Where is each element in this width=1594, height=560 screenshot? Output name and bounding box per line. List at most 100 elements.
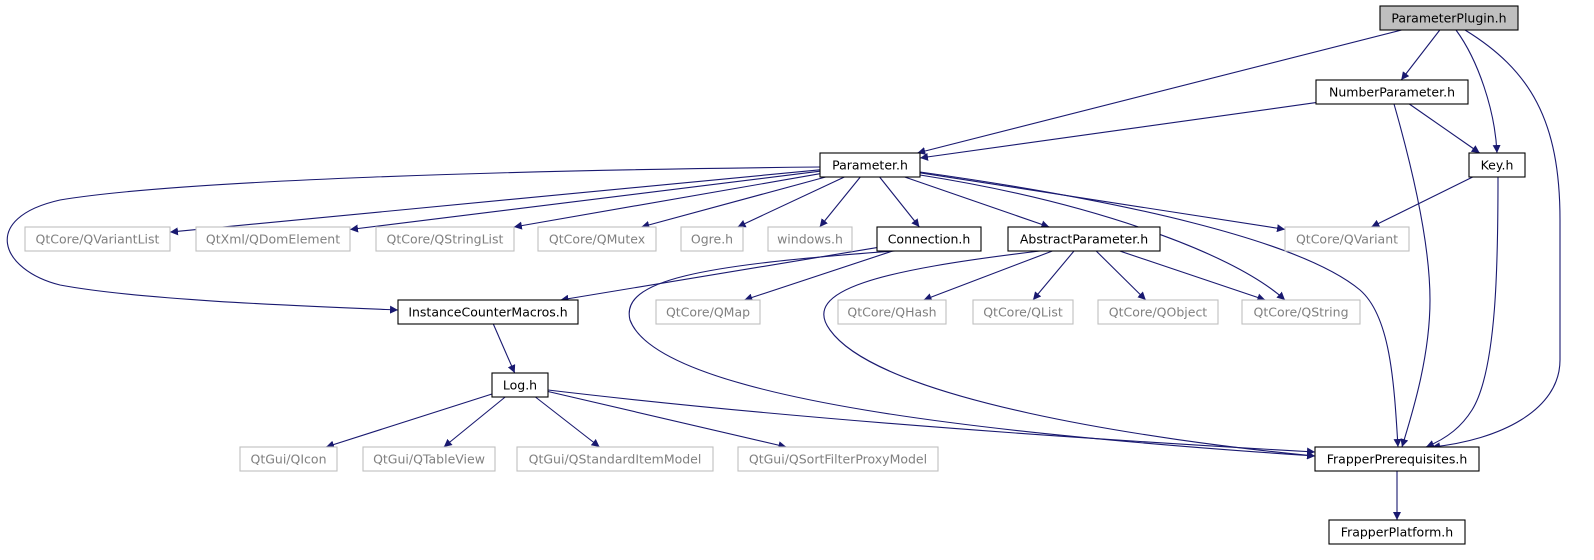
node-label: InstanceCounterMacros.h [408, 305, 567, 320]
node-label: Key.h [1481, 158, 1514, 173]
node-label: QtCore/QObject [1109, 305, 1208, 320]
node-QMutex: QtCore/QMutex [537, 226, 657, 252]
node-FrapperPrerequisites[interactable]: FrapperPrerequisites.h [1314, 446, 1480, 472]
node-QIcon: QtGui/QIcon [239, 446, 338, 472]
edge-Parameter-to-AbstractParameter [904, 176, 1050, 229]
node-label: FrapperPrerequisites.h [1327, 452, 1468, 467]
node-ParameterPlugin[interactable]: ParameterPlugin.h [1379, 5, 1519, 31]
node-label: QtCore/QMutex [549, 232, 645, 247]
node-box [1328, 519, 1466, 545]
node-box [491, 372, 549, 398]
node-box [516, 446, 714, 472]
edge-Parameter-to-Connection [879, 176, 920, 228]
node-Connection[interactable]: Connection.h [876, 226, 982, 252]
node-label: QtGui/QTableView [373, 452, 485, 467]
node-box [1284, 226, 1410, 252]
node-label: QtGui/QIcon [250, 452, 326, 467]
edge-Parameter-to-QDomElement [349, 170, 821, 233]
node-QList: QtCore/QList [972, 299, 1074, 325]
node-label: Log.h [503, 378, 537, 393]
edge-Parameter-to-FrapperPrerequisites [919, 171, 1402, 448]
node-box [819, 152, 921, 178]
edge-NumberParameter-to-Key [1408, 103, 1481, 154]
node-label: QtCore/QString [1253, 305, 1348, 320]
edge-AbstractParameter-to-FrapperPrerequisites [823, 250, 1316, 460]
node-QDomElement: QtXml/QDomElement [195, 226, 351, 252]
node-label: QtCore/QMap [666, 305, 750, 320]
node-box [362, 446, 496, 472]
node-Parameter[interactable]: Parameter.h [819, 152, 921, 178]
node-box [972, 299, 1074, 325]
node-label: QtCore/QHash [847, 305, 936, 320]
node-label: QtCore/QVariantList [36, 232, 160, 247]
edge-AbstractParameter-to-QString [1119, 250, 1266, 302]
edge-ParameterPlugin-to-NumberParameter [1400, 29, 1441, 81]
node-label: windows.h [777, 232, 843, 247]
node-FrapperPlatform[interactable]: FrapperPlatform.h [1328, 519, 1466, 545]
node-QSortFilterProxyModel: QtGui/QSortFilterProxyModel [737, 446, 939, 472]
edge-Parameter-to-InstanceCounterMacros [6, 166, 821, 314]
edge-Connection-to-QMap [744, 250, 893, 302]
graph-edges [6, 29, 1561, 520]
node-box [1314, 446, 1480, 472]
edge-ParameterPlugin-to-Parameter [917, 29, 1402, 155]
node-box [837, 299, 947, 325]
edge-AbstractParameter-to-QHash [923, 250, 1053, 301]
node-box [1468, 152, 1526, 178]
node-AbstractParameter[interactable]: AbstractParameter.h [1007, 226, 1161, 252]
graph-nodes: ParameterPlugin.hNumberParameter.hParame… [24, 5, 1526, 545]
node-box [1097, 299, 1219, 325]
node-Log[interactable]: Log.h [491, 372, 549, 398]
edge-Log-to-QStandardItemModel [535, 396, 600, 448]
node-label: Connection.h [888, 232, 971, 247]
node-label: AbstractParameter.h [1020, 232, 1148, 247]
node-QHash: QtCore/QHash [837, 299, 947, 325]
edge-Connection-to-FrapperPrerequisites [628, 250, 1316, 460]
node-label: Ogre.h [691, 232, 733, 247]
node-NumberParameter[interactable]: NumberParameter.h [1315, 79, 1469, 105]
edge-Key-to-QVariant [1371, 176, 1473, 228]
node-box [1007, 226, 1161, 252]
node-box [24, 226, 171, 252]
node-label: QtCore/QList [983, 305, 1063, 320]
edge-Parameter-to-windows [819, 176, 861, 228]
node-box [655, 299, 761, 325]
node-box [876, 226, 982, 252]
node-box [680, 226, 744, 252]
edge-Parameter-to-QStringList [513, 173, 821, 230]
node-label: QtGui/QSortFilterProxyModel [749, 452, 927, 467]
node-windows: windows.h [767, 226, 853, 252]
node-box [1241, 299, 1361, 325]
node-box [767, 226, 853, 252]
edge-Log-to-FrapperPrerequisites [547, 389, 1316, 456]
node-label: NumberParameter.h [1329, 85, 1455, 100]
node-label: QtCore/QVariant [1296, 232, 1398, 247]
node-QMap: QtCore/QMap [655, 299, 761, 325]
node-label: ParameterPlugin.h [1391, 11, 1506, 26]
edge-Connection-to-InstanceCounterMacros [560, 247, 878, 303]
node-Key[interactable]: Key.h [1468, 152, 1526, 178]
edge-NumberParameter-to-Parameter [919, 102, 1317, 161]
node-box [737, 446, 939, 472]
edge-ParameterPlugin-to-Key [1455, 29, 1501, 154]
node-box [1315, 79, 1469, 105]
node-QObject: QtCore/QObject [1097, 299, 1219, 325]
node-box [397, 299, 579, 325]
edge-Parameter-to-QMutex [641, 176, 826, 229]
edge-NumberParameter-to-FrapperPrerequisites [1393, 103, 1431, 448]
node-InstanceCounterMacros[interactable]: InstanceCounterMacros.h [397, 299, 579, 325]
node-QStringList: QtCore/QStringList [375, 226, 515, 252]
node-QString: QtCore/QString [1241, 299, 1361, 325]
edge-Parameter-to-Ogre [737, 176, 845, 228]
edge-InstanceCounterMacros-to-Log [492, 323, 516, 374]
edge-Log-to-QSortFilterProxyModel [547, 390, 787, 450]
node-QVariantList: QtCore/QVariantList [24, 226, 171, 252]
node-box [537, 226, 657, 252]
edge-Key-to-FrapperPrerequisites [1425, 176, 1499, 448]
node-label: Parameter.h [832, 158, 908, 173]
node-QTableView: QtGui/QTableView [362, 446, 496, 472]
node-box [239, 446, 338, 472]
node-Ogre: Ogre.h [680, 226, 744, 252]
edge-AbstractParameter-to-QList [1032, 250, 1075, 301]
